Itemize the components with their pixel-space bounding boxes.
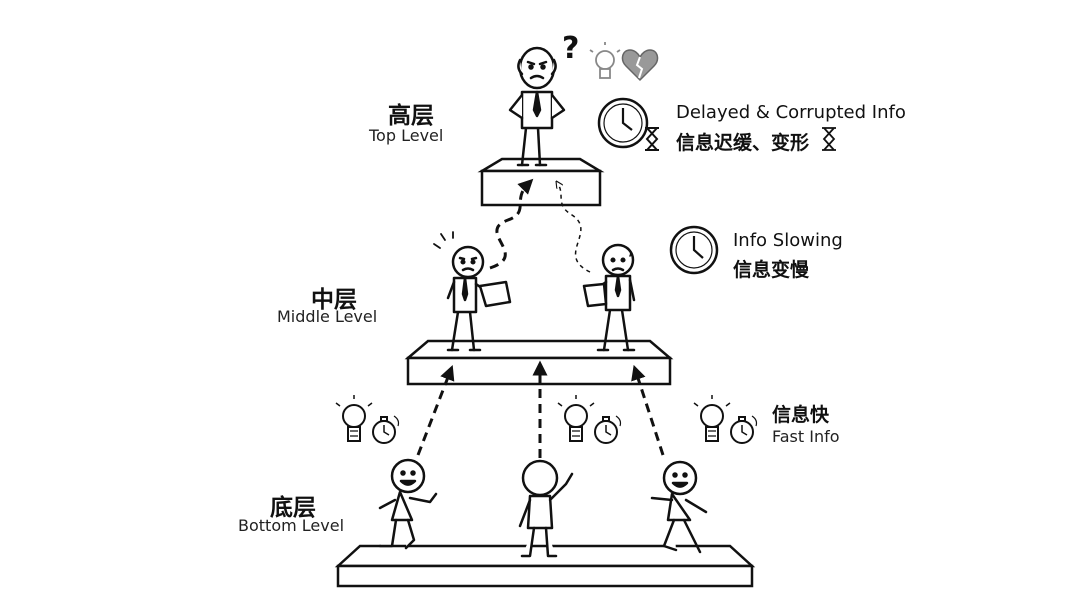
lightbulb-icon [335, 395, 373, 442]
top-annotation-en: Delayed & Corrupted Info [676, 102, 906, 123]
lightbulb-icon [589, 42, 621, 79]
middle-manager-left [433, 231, 512, 352]
bottom-level-en-label: Bottom Level [238, 516, 345, 535]
bottom-level-zh-label: 底层 [270, 495, 316, 521]
top-level-zh-label: 高层 [388, 103, 434, 129]
bottom-platform [334, 544, 756, 588]
stopwatch-icon [594, 415, 622, 444]
question-mark: ? [562, 31, 579, 66]
middle-annotation-zh: 信息变慢 [733, 259, 810, 281]
top-manager-figure [508, 46, 566, 167]
arrow-middle-right [558, 184, 591, 273]
bottom-annotation-zh: 信息快 [772, 404, 830, 426]
middle-level-zh-label: 中层 [311, 287, 357, 313]
lightbulb-icon [557, 395, 595, 442]
top-platform [477, 157, 605, 207]
arrow-middle-left [489, 178, 534, 270]
top-level-en-label: Top Level [369, 126, 444, 145]
clock-icon [597, 97, 649, 149]
lightbulb-icon [693, 395, 731, 442]
top-annotation-zh: 信息迟缓、变形 [676, 132, 810, 154]
bottom-annotation-en: Fast Info [772, 427, 840, 446]
bottom-worker-left [378, 458, 438, 550]
broken-heart-icon [621, 49, 659, 82]
hourglass-icon [645, 127, 659, 151]
stopwatch-icon [372, 415, 400, 444]
bottom-worker-right [650, 460, 708, 554]
middle-annotation-en: Info Slowing [733, 230, 843, 251]
middle-level-en-label: Middle Level [277, 307, 378, 326]
clock-icon [669, 225, 719, 275]
stopwatch-icon [730, 415, 758, 444]
bottom-worker-center [518, 459, 574, 558]
middle-manager-right [582, 243, 636, 352]
hourglass-icon [822, 127, 836, 151]
